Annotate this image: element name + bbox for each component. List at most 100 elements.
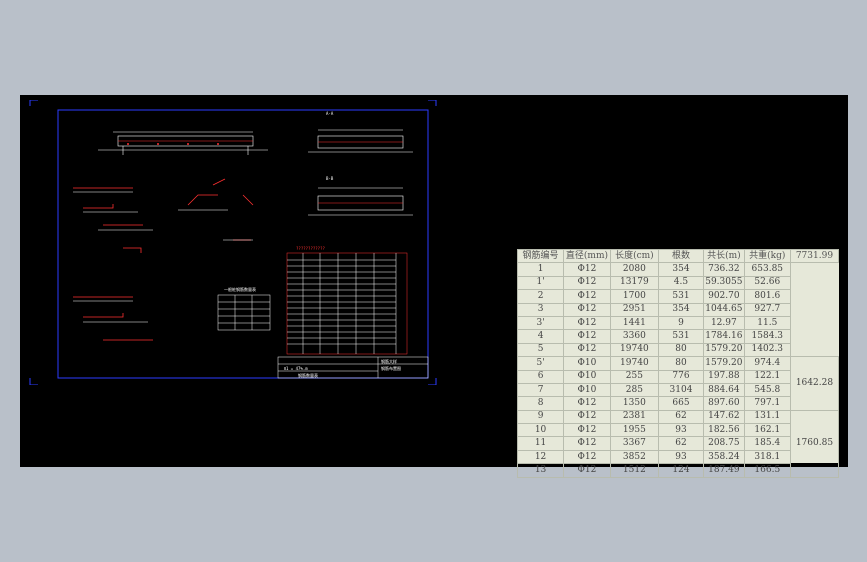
table-cell: 354 <box>657 302 704 317</box>
title-block-right-top: 钢筋大样 <box>381 359 397 364</box>
table-cell: 10 <box>516 423 565 438</box>
table-cell: Φ12 <box>563 463 611 478</box>
table-cell: 255 <box>609 369 659 384</box>
header-length: 长度(cm) <box>609 248 659 264</box>
table-cell: Φ12 <box>563 436 611 451</box>
section-label-b: B-B <box>326 176 334 181</box>
cad-rebar-table <box>286 252 408 355</box>
small-table-title: 一根桩钢筋数量表 <box>224 287 256 292</box>
drawing-svg <box>29 99 437 386</box>
table-cell: 11.5 <box>743 315 791 331</box>
header-diameter: 直径(mm) <box>563 248 611 264</box>
table-cell: 3852 <box>609 449 659 465</box>
table-cell: 19740 <box>609 342 659 358</box>
header-count: 根数 <box>657 248 704 264</box>
table-cell: 354 <box>657 262 704 277</box>
table-cell: 13 <box>516 463 565 478</box>
table-cell: 927.7 <box>743 302 791 317</box>
table-cell: 285 <box>609 382 659 398</box>
table-cell: 797.1 <box>743 396 791 411</box>
table-cell: Φ12 <box>563 342 611 358</box>
table-cell: 5 <box>516 342 565 358</box>
table-cell: 4 <box>516 329 565 344</box>
table-cell: 187.49 <box>702 463 745 478</box>
rebar-details <box>73 178 254 341</box>
table-cell: Φ10 <box>563 356 611 371</box>
table-cell: Φ10 <box>563 369 611 384</box>
table-cell: 653.85 <box>743 262 791 277</box>
elevation-view <box>98 131 268 155</box>
table-cell: 59.3055 <box>702 275 745 291</box>
table-cell: 531 <box>657 289 704 304</box>
table-cell: 185.4 <box>743 436 791 451</box>
title-block <box>277 356 429 379</box>
table-cell: Φ12 <box>563 315 611 331</box>
table-cell: 162.1 <box>743 423 791 438</box>
table-cell: 166.5 <box>743 463 791 478</box>
table-cell: 6 <box>516 369 565 384</box>
table-cell: 1' <box>516 275 565 291</box>
table-cell: Φ10 <box>563 382 611 398</box>
table-cell: Φ12 <box>563 329 611 344</box>
table-cell: Φ12 <box>563 396 611 411</box>
title-block-left-label: Ⅱ1 = 47%.m <box>284 366 308 371</box>
table-cell: 1700 <box>609 289 659 304</box>
section-a-a <box>308 129 413 153</box>
table-cell: 2951 <box>609 302 659 317</box>
table-cell: 902.70 <box>702 289 745 304</box>
table-cell: 197.88 <box>702 369 745 384</box>
table-cell: 318.1 <box>743 449 791 465</box>
header-bar-number: 钢筋编号 <box>516 248 565 264</box>
table-cell: 1402.3 <box>743 342 791 358</box>
table-cell: 131.1 <box>743 409 791 425</box>
table-cell: 80 <box>657 342 704 358</box>
header-total-weight: 共重(kg) <box>743 248 791 264</box>
title-block-mid-label: 钢筋数量表 <box>298 373 318 378</box>
table-cell: 897.60 <box>702 396 745 411</box>
small-quantity-table <box>217 294 271 331</box>
table-cell: Φ12 <box>563 275 611 291</box>
table-cell: 52.66 <box>743 275 791 291</box>
table-cell: 665 <box>657 396 704 411</box>
table-cell: Φ12 <box>563 289 611 304</box>
table-cell: 13179 <box>609 275 659 291</box>
rebar-quantity-table: 钢筋编号 直径(mm) 长度(cm) 根数 共长(m) 共重(kg) 7731.… <box>516 248 840 478</box>
cad-drawing-sheet[interactable]: ???????????? 一根桩钢筋数量表 A-A B-B Ⅱ1 = 47%.m… <box>28 99 438 386</box>
table-cell: 7 <box>516 382 565 398</box>
table-cell: Φ12 <box>563 423 611 438</box>
total-group-1: 7731.99 <box>789 248 840 264</box>
table-cell: 1579.20 <box>702 356 745 371</box>
table-cell: Φ12 <box>563 449 611 465</box>
table-cell: 776 <box>657 369 704 384</box>
rebar-quantity-table-panel[interactable]: 钢筋编号 直径(mm) 长度(cm) 根数 共长(m) 共重(kg) 7731.… <box>516 248 840 478</box>
table-cell: 736.32 <box>702 262 745 277</box>
section-label-a: A-A <box>326 111 334 116</box>
section-b-b <box>308 187 413 216</box>
table-cell: 11 <box>516 436 565 451</box>
table-cell: 1441 <box>609 315 659 331</box>
table-cell: 147.62 <box>702 409 745 425</box>
title-block-right-bottom: 钢筋布置图 <box>381 366 401 371</box>
table-cell: 12.97 <box>702 315 745 331</box>
table-cell: 884.64 <box>702 382 745 398</box>
table-cell: 3360 <box>609 329 659 344</box>
table-cell: 122.1 <box>743 369 791 384</box>
table-cell: 12 <box>516 449 565 465</box>
table-cell: 358.24 <box>702 449 745 465</box>
table-cell: 1955 <box>609 423 659 438</box>
